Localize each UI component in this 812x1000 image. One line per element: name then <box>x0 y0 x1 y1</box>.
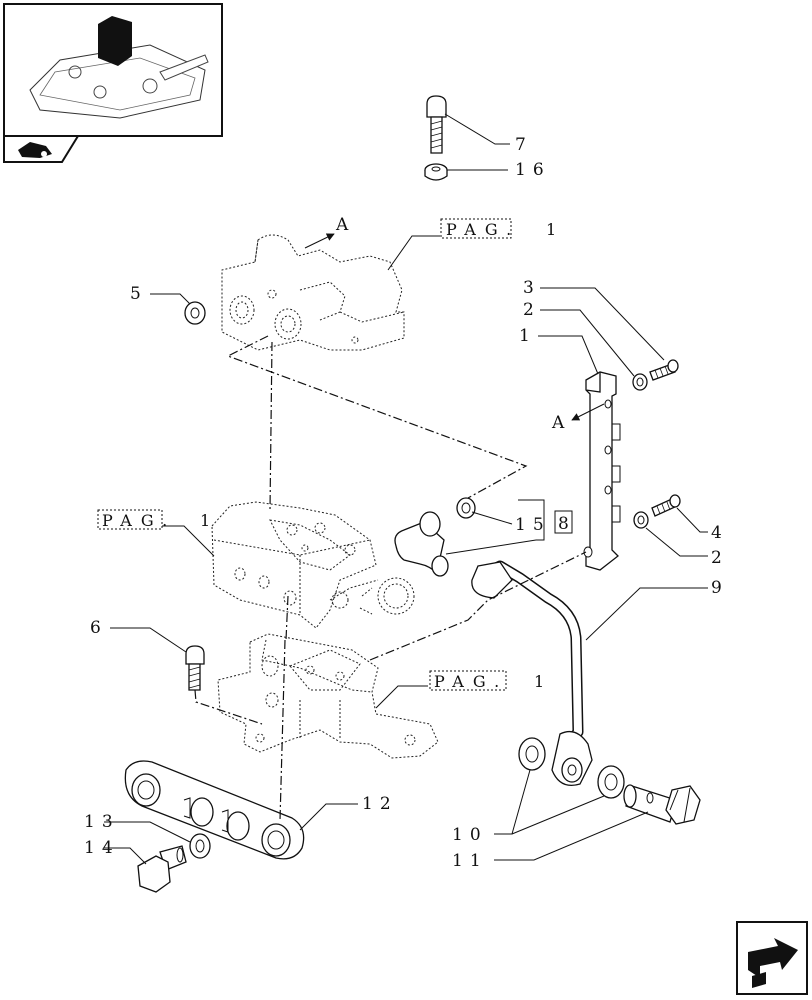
elbow-fitting-15 <box>394 511 449 577</box>
alignment-line-6 <box>369 551 587 661</box>
arrow-label-a-top: A <box>335 215 355 235</box>
washer-16 <box>424 163 448 181</box>
callout-13: 13 <box>84 812 120 832</box>
page-ref-bottom[interactable]: PAG. 1 <box>429 670 553 691</box>
callout-2-upper: 2 <box>523 300 541 320</box>
callout-12: 12 <box>362 794 398 814</box>
svg-text:1: 1 <box>546 220 565 239</box>
svg-text:1: 1 <box>534 672 553 691</box>
callout-2-lower: 2 <box>711 548 729 568</box>
alignment-line-2 <box>269 341 273 511</box>
callout-11: 11 <box>452 851 488 871</box>
callout-9: 9 <box>711 578 729 598</box>
washer-13 <box>189 833 211 859</box>
bolt-14 <box>137 845 187 893</box>
callout-4: 4 <box>711 523 729 543</box>
callout-3: 3 <box>523 278 541 298</box>
tractor-tab-icon[interactable] <box>3 135 80 163</box>
arrow-label-a-right: A <box>551 413 571 433</box>
bolt-7 <box>426 95 447 154</box>
pipe-9 <box>471 560 593 787</box>
callout-6: 6 <box>90 618 108 638</box>
nut-5 <box>184 301 206 325</box>
bolt-3 <box>649 359 679 381</box>
alignment-line-3 <box>285 595 289 641</box>
washer-10-right <box>597 765 625 799</box>
callout-5: 5 <box>130 284 148 304</box>
highlight-block-icon <box>98 16 132 66</box>
bracket-1 <box>583 371 621 571</box>
callout-14: 14 <box>84 838 120 858</box>
control-valve <box>211 501 415 629</box>
page-ref-left[interactable]: PAG. 1 <box>97 509 219 530</box>
svg-text:PAG.: PAG. <box>102 511 176 530</box>
bolt-6 <box>185 645 205 691</box>
callout-7: 7 <box>515 135 533 155</box>
link-12 <box>124 760 305 860</box>
callout-8-box[interactable]: 8 <box>554 510 576 534</box>
bolt-4 <box>651 494 681 517</box>
callout-1: 1 <box>519 326 537 346</box>
next-page-arrow-icon[interactable] <box>736 921 808 995</box>
svg-text:PAG.: PAG. <box>446 220 520 239</box>
page-ref-top[interactable]: PAG. 1 <box>440 218 565 239</box>
svg-text:1: 1 <box>200 511 219 530</box>
callout-8: 8 <box>558 514 576 534</box>
alignment-line-5 <box>194 689 263 725</box>
lower-bracket <box>217 633 439 759</box>
washer-2-lower <box>633 511 649 529</box>
upper-valve-block <box>221 234 405 351</box>
banjo-bolt-11 <box>623 784 701 825</box>
washer-8 <box>456 497 476 519</box>
callout-15: 15 <box>515 515 551 535</box>
washer-2-upper <box>632 373 648 391</box>
alignment-line-4 <box>279 639 286 821</box>
washer-10-left <box>518 737 546 771</box>
svg-text:PAG.: PAG. <box>434 672 508 691</box>
callout-10: 10 <box>452 825 488 845</box>
thumbnail-overview[interactable] <box>3 3 223 137</box>
callout-16: 16 <box>515 160 551 180</box>
alignment-line-1 <box>226 335 528 499</box>
